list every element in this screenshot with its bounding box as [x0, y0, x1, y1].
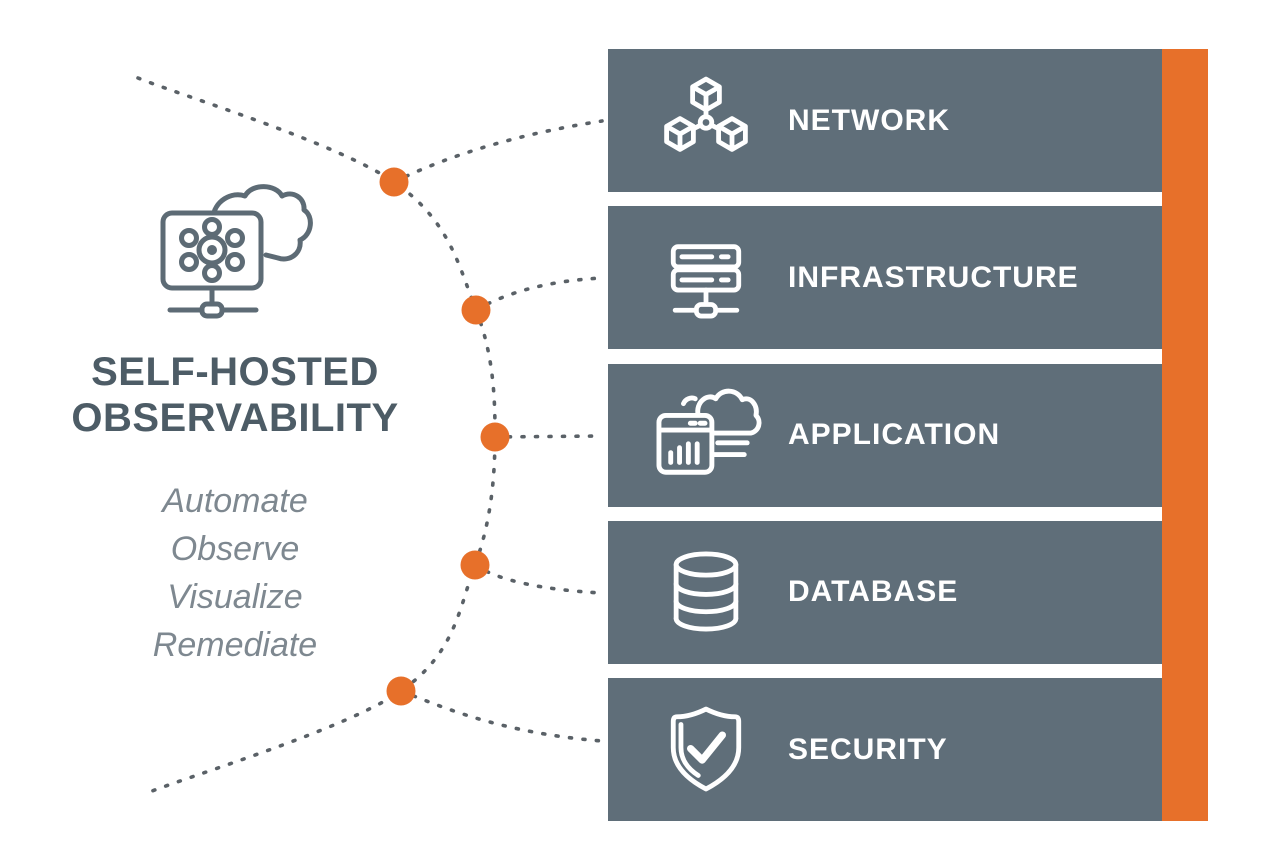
category-label: DATABASE [788, 575, 959, 609]
subtitle-word: Observe [170, 530, 300, 568]
subtitle-word: Visualize [167, 578, 303, 616]
satellite-circle [225, 228, 245, 248]
network-nodes-icon [652, 65, 760, 177]
connector-database-line [473, 563, 604, 595]
category-bar-database: DATABASE [608, 520, 1162, 664]
node-dot-application [480, 422, 510, 452]
observability-monitor-cloud-icon [160, 184, 313, 319]
category-label: NETWORK [788, 103, 950, 137]
connector-network-line [392, 119, 604, 184]
node-dot-network [379, 167, 409, 197]
connector-security-line [399, 689, 604, 743]
category-bar-security: SECURITY [608, 678, 1162, 821]
database-cylinder-icon [652, 536, 760, 648]
connector-infrastructure-line [474, 276, 604, 312]
title-line-2: OBSERVABILITY [71, 396, 399, 440]
category-label: APPLICATION [788, 418, 1001, 451]
shield-check-icon [652, 694, 760, 806]
subtitle-word: Automate [162, 482, 308, 520]
satellite-circle [225, 252, 245, 272]
server-stack-icon [652, 222, 760, 334]
satellite-circle [179, 228, 199, 248]
connector-application-line [493, 434, 604, 439]
subtitle-word: Remediate [152, 626, 318, 664]
diagram-title: SELF-HOSTED OBSERVABILITY [20, 349, 450, 441]
satellite-circle [202, 263, 222, 283]
title-line-1: SELF-HOSTED [91, 350, 379, 394]
network-node [199, 301, 225, 319]
category-bar-infrastructure: INFRASTRUCTURE [608, 206, 1162, 350]
node-dot-security [386, 676, 416, 706]
category-bar-application: APPLICATION [608, 363, 1162, 507]
category-label: SECURITY [788, 732, 948, 766]
node-dot-infrastructure [461, 295, 491, 325]
app-window-cloud-icon [652, 379, 762, 491]
satellite-circle [179, 252, 199, 272]
category-list: NETWORK INFRASTRUCTURE [608, 49, 1162, 821]
hub-dot [207, 245, 217, 255]
category-bar-network: NETWORK [608, 49, 1162, 192]
satellite-circle [202, 217, 222, 237]
category-label: INFRASTRUCTURE [788, 260, 1079, 294]
accent-stripe [1162, 49, 1208, 821]
node-dot-database [460, 550, 490, 580]
cloud-outline [210, 184, 313, 262]
subtitle-word-list: Automate Observe Visualize Remediate [20, 477, 450, 669]
